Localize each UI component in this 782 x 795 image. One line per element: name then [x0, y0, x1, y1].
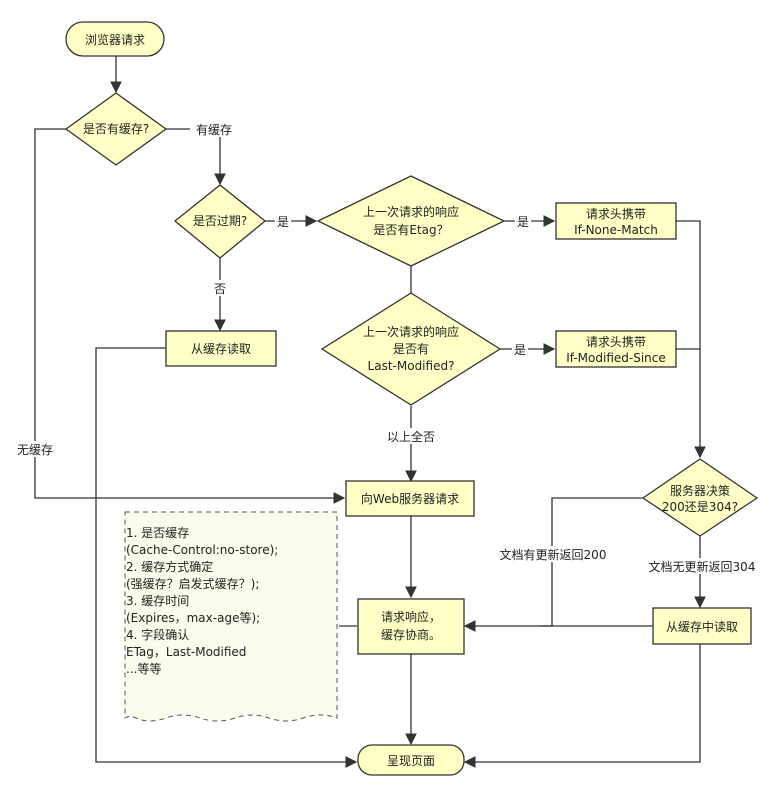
node-web-request-label: 向Web服务器请求: [361, 491, 459, 506]
note-line-9: ...等等: [126, 662, 161, 676]
label-etag-yes: 是: [517, 215, 529, 229]
label-expired-yes: 是: [277, 215, 289, 229]
note-line-3: 2. 缓存方式确定: [126, 559, 213, 574]
node-server-decide-line-1: 服务器决策: [670, 483, 730, 498]
node-has-cache-label: 是否有缓存?: [83, 122, 149, 136]
node-expired-label: 是否过期?: [193, 214, 247, 228]
node-expired: 是否过期?: [173, 184, 267, 259]
node-if-none-match: 请求头携带 If-None-Match: [555, 202, 677, 240]
note-line-1: 1. 是否缓存: [126, 526, 189, 540]
node-etag-question: 上一次请求的响应 是否有Etag？: [316, 175, 506, 267]
note-line-2: (Cache-Control:no-store);: [126, 543, 278, 557]
node-read-cache-middle-label: 从缓存中读取: [666, 619, 738, 634]
label-has-cache: 有缓存: [196, 123, 232, 137]
edge-no-cache-to-web-request: [34, 128, 346, 504]
label-doc-not-updated: 文档无更新返回304: [649, 559, 756, 574]
node-etag-question-line-1: 上一次请求的响应: [363, 204, 459, 219]
node-etag-question-line-2: 是否有Etag？: [373, 223, 448, 237]
node-lastmod-question-line-3: Last-Modified?: [368, 359, 455, 373]
node-if-modified-since-line-2: If-Modified-Since: [566, 351, 666, 365]
edge-inm-to-server-decide: [676, 220, 706, 459]
edge-labels: 有缓存 无缓存 是 否 是 是 以上全否 文档有更新返回200 文档无更新返回3…: [12, 121, 760, 574]
node-lastmod-question: 上一次请求的响应 是否有 Last-Modified?: [320, 292, 502, 406]
note-line-6: (Expires，max-age等);: [126, 611, 260, 625]
node-render-label: 呈现页面: [387, 754, 435, 768]
label-expired-no: 否: [214, 282, 226, 296]
node-browser-request-label: 浏览器请求: [85, 32, 145, 47]
label-all-no: 以上全否: [387, 429, 435, 444]
label-lastmod-yes: 是: [514, 343, 526, 357]
node-read-cache-middle: 从缓存中读取: [652, 607, 752, 645]
label-no-cache: 无缓存: [17, 443, 53, 457]
node-web-request: 向Web服务器请求: [345, 480, 475, 517]
note-line-5: 3. 缓存时间: [126, 594, 189, 608]
label-doc-updated: 文档有更新返回200: [500, 547, 607, 562]
node-lastmod-question-line-1: 上一次请求的响应: [363, 324, 459, 339]
note-line-4: (强缓存？启发式缓存？);: [126, 576, 259, 591]
edge-read-cache-middle-to-render: [463, 644, 701, 768]
node-read-cache-label: 从缓存读取: [191, 342, 251, 356]
node-server-decide: 服务器决策 200还是304?: [641, 458, 759, 537]
node-has-cache: 是否有缓存?: [64, 92, 168, 166]
note-cache-negotiation: 1. 是否缓存 (Cache-Control:no-store); 2. 缓存方…: [124, 511, 338, 722]
node-server-decide-line-2: 200还是304?: [662, 500, 738, 514]
node-if-modified-since-line-1: 请求头携带: [586, 334, 646, 349]
node-lastmod-question-line-2: 是否有: [393, 342, 429, 356]
node-response: 请求响应， 缓存协商。: [357, 598, 465, 655]
node-response-line-1: 请求响应，: [381, 609, 441, 624]
edge-read-cache-to-render: [95, 347, 358, 768]
note-line-8: ETag，Last-Modified: [126, 645, 246, 659]
node-browser-request: 浏览器请求: [65, 21, 165, 57]
node-if-none-match-line-2: If-None-Match: [574, 223, 658, 237]
node-response-line-2: 缓存协商。: [381, 627, 441, 642]
node-read-cache: 从缓存读取: [165, 330, 277, 367]
edge-has-cache-to-expired: [166, 128, 226, 186]
note-line-7: 4. 字段确认: [126, 627, 189, 642]
node-if-none-match-line-1: 请求头携带: [586, 206, 646, 221]
node-render: 呈现页面: [357, 744, 465, 776]
node-if-modified-since: 请求头携带 If-Modified-Since: [555, 330, 677, 368]
